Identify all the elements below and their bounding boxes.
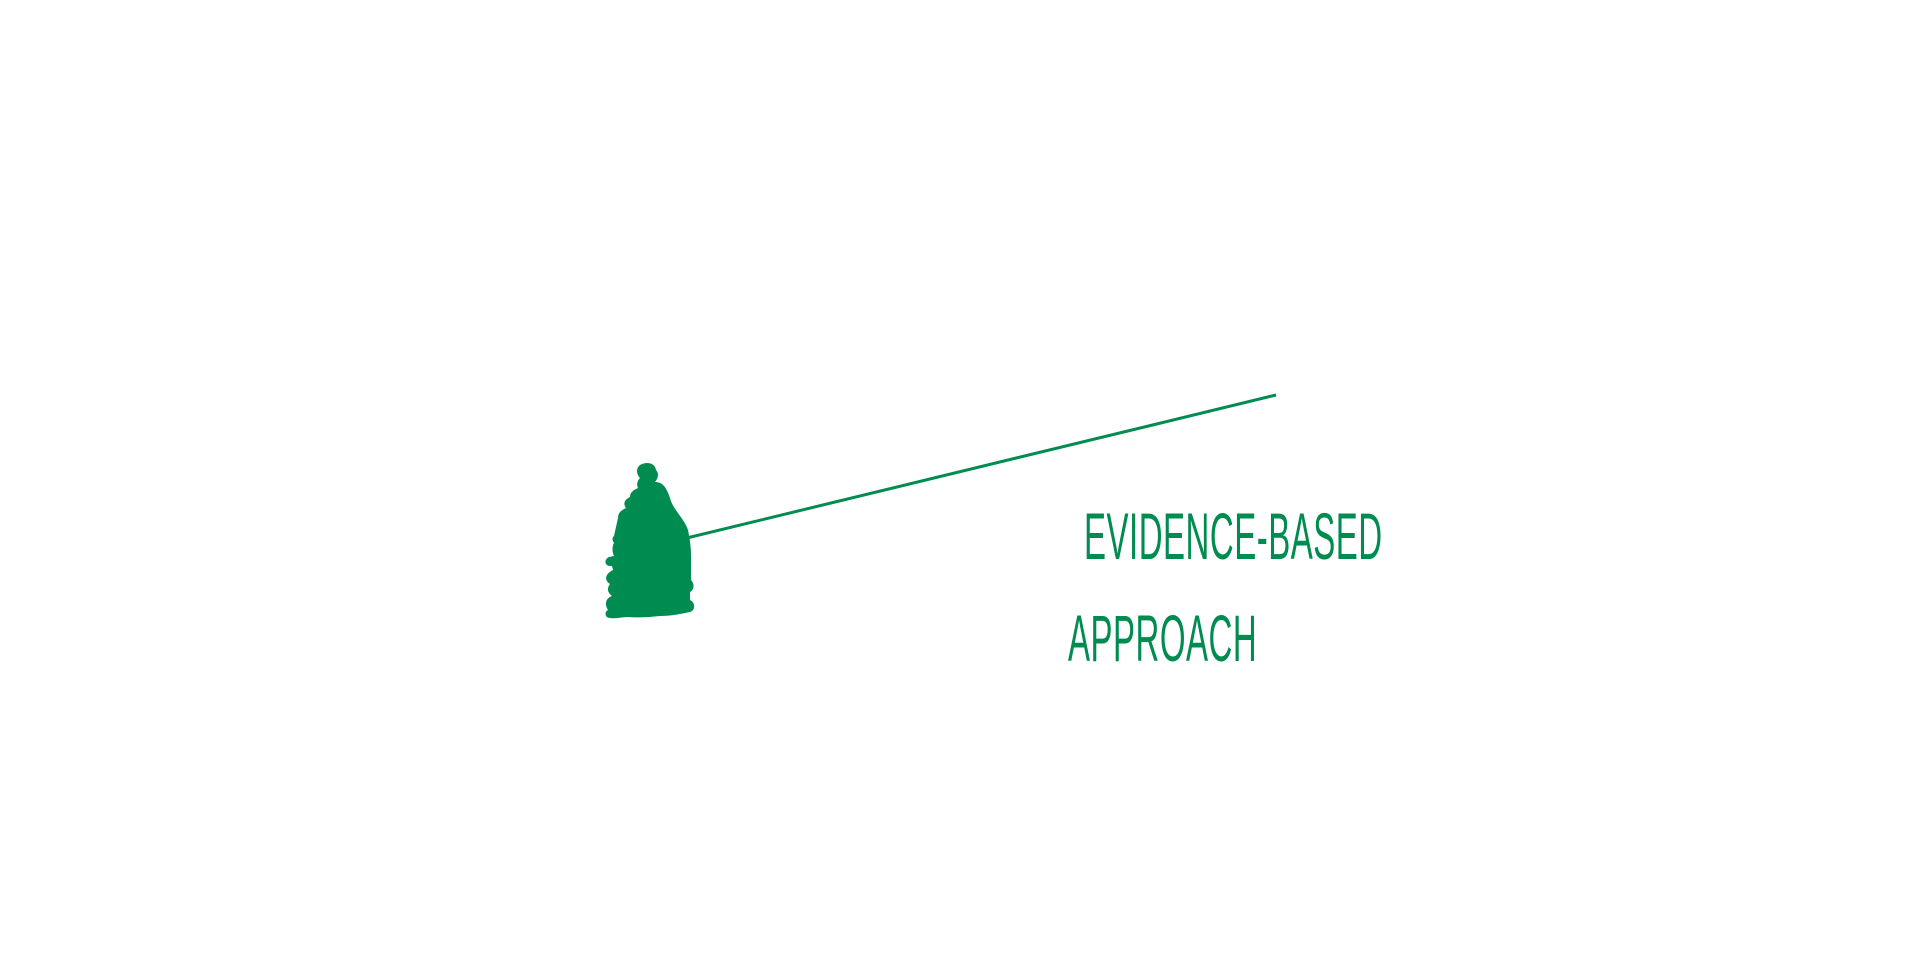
title-line-1: EVIDENCE-BASED	[1084, 499, 1383, 573]
connector-line	[661, 393, 1277, 546]
title-line-2: APPROACH	[1068, 601, 1258, 675]
tree-silhouette-icon	[605, 462, 695, 619]
